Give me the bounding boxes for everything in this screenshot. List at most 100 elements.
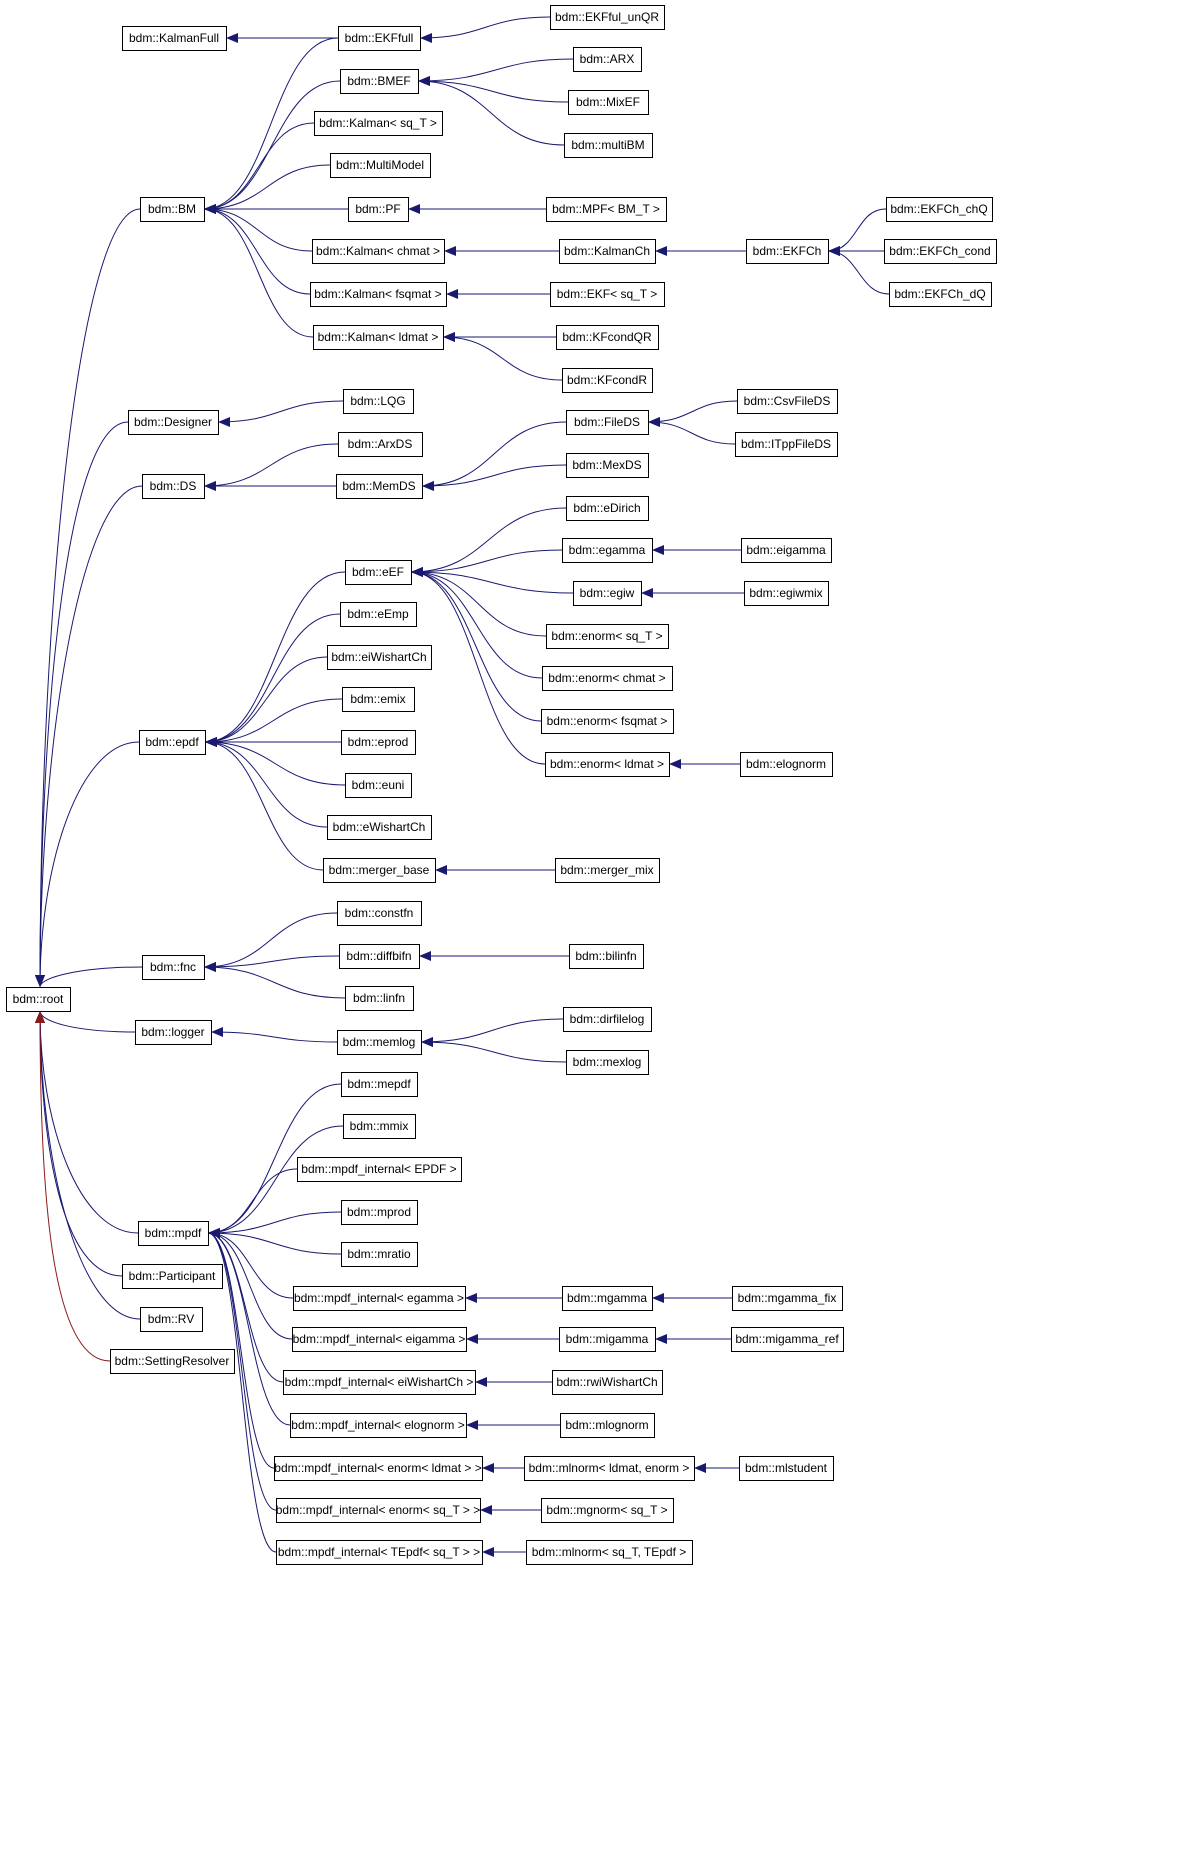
class-node-eiwishartch[interactable]: bdm::eiWishartCh — [327, 645, 432, 670]
class-node-mlnorm-sqt[interactable]: bdm::mlnorm< sq_T, TEpdf > — [526, 1540, 693, 1565]
class-node-mpdf-internal-eigamma[interactable]: bdm::mpdf_internal< eigamma > — [292, 1327, 467, 1352]
class-node-mlstudent[interactable]: bdm::mlstudent — [739, 1456, 834, 1481]
class-node-euni[interactable]: bdm::euni — [345, 773, 412, 798]
inheritance-edge — [421, 464, 567, 491]
class-node-mpdf-internal-enorm-ldmat[interactable]: bdm::mpdf_internal< enorm< ldmat > > — [274, 1456, 483, 1481]
class-node-constfn[interactable]: bdm::constfn — [337, 901, 422, 926]
class-node-multimodel[interactable]: bdm::MultiModel — [330, 153, 431, 178]
class-node-enorm-ldmat[interactable]: bdm::enorm< ldmat > — [545, 752, 670, 777]
class-node-mgamma[interactable]: bdm::mgamma — [562, 1286, 653, 1311]
class-node-mprod[interactable]: bdm::mprod — [341, 1200, 418, 1225]
class-node-rwiwishartch[interactable]: bdm::rwiWishartCh — [552, 1370, 663, 1395]
class-node-mepdf[interactable]: bdm::mepdf — [341, 1072, 418, 1097]
class-node-elognorm[interactable]: bdm::elognorm — [740, 752, 833, 777]
class-node-box — [739, 1456, 834, 1481]
class-node-merger-mix[interactable]: bdm::merger_mix — [555, 858, 660, 883]
class-node-mpdf-internal-eiwishartch[interactable]: bdm::mpdf_internal< eiWishartCh > — [283, 1370, 476, 1395]
class-node-kalman-fsqmat[interactable]: bdm::Kalman< fsqmat > — [310, 282, 447, 307]
class-node-egamma[interactable]: bdm::egamma — [562, 538, 653, 563]
class-node-arxds[interactable]: bdm::ArxDS — [338, 432, 423, 457]
class-node-eigamma[interactable]: bdm::eigamma — [741, 538, 832, 563]
class-node-ds[interactable]: bdm::DS — [142, 474, 205, 499]
class-node-ekf-sqt[interactable]: bdm::EKF< sq_T > — [550, 282, 665, 307]
class-node-bilinfn[interactable]: bdm::bilinfn — [569, 944, 644, 969]
class-node-kalman-sqt[interactable]: bdm::Kalman< sq_T > — [314, 111, 443, 136]
class-node-kalmanfull[interactable]: bdm::KalmanFull — [122, 26, 227, 51]
class-node-mgnorm[interactable]: bdm::mgnorm< sq_T > — [541, 1498, 674, 1523]
class-node-ekfful-unqr[interactable]: bdm::EKFful_unQR — [550, 5, 665, 30]
class-node-eef[interactable]: bdm::eEF — [345, 560, 412, 585]
class-node-ekfch[interactable]: bdm::EKFCh — [746, 239, 829, 264]
class-node-box — [562, 368, 653, 393]
class-node-egiwmix[interactable]: bdm::egiwmix — [744, 581, 829, 606]
class-node-mlognorm[interactable]: bdm::mlognorm — [560, 1413, 655, 1438]
class-node-mixef[interactable]: bdm::MixEF — [568, 90, 649, 115]
class-node-rv[interactable]: bdm::RV — [140, 1307, 203, 1332]
class-node-mpdf-internal-enorm-sqt[interactable]: bdm::mpdf_internal< enorm< sq_T > > — [276, 1498, 481, 1523]
class-node-ekfch-dq[interactable]: bdm::EKFCh_dQ — [889, 282, 992, 307]
class-node-label: bdm::PF — [355, 202, 400, 216]
class-node-pf[interactable]: bdm::PF — [348, 197, 409, 222]
class-node-ewishartch[interactable]: bdm::eWishartCh — [327, 815, 432, 840]
class-node-lqg[interactable]: bdm::LQG — [343, 389, 414, 414]
class-node-logger[interactable]: bdm::logger — [135, 1020, 212, 1045]
class-node-box — [142, 474, 205, 499]
class-node-itppfileds[interactable]: bdm::ITppFileDS — [735, 432, 838, 457]
class-node-bmef[interactable]: bdm::BMEF — [340, 69, 419, 94]
class-node-mlnorm-ldmat[interactable]: bdm::mlnorm< ldmat, enorm > — [524, 1456, 695, 1481]
class-node-migamma-ref[interactable]: bdm::migamma_ref — [731, 1327, 844, 1352]
inheritance-edge — [207, 1228, 342, 1255]
class-node-mpdf-internal-egamma[interactable]: bdm::mpdf_internal< egamma > — [293, 1286, 466, 1311]
class-node-mpdf-internal-tepdf[interactable]: bdm::mpdf_internal< TEpdf< sq_T > > — [276, 1540, 483, 1565]
class-node-eprod[interactable]: bdm::eprod — [341, 730, 416, 755]
class-node-box — [568, 90, 649, 115]
class-node-kalman-ldmat[interactable]: bdm::Kalman< ldmat > — [313, 325, 444, 350]
class-node-emix[interactable]: bdm::emix — [342, 687, 415, 712]
class-node-kalman-chmat[interactable]: bdm::Kalman< chmat > — [312, 239, 445, 264]
class-node-mratio[interactable]: bdm::mratio — [341, 1242, 418, 1267]
class-node-root[interactable]: bdm::root — [6, 987, 71, 1012]
class-node-designer[interactable]: bdm::Designer — [128, 410, 219, 435]
inheritance-edge — [410, 567, 547, 637]
class-node-eemp[interactable]: bdm::eEmp — [340, 602, 417, 627]
class-node-bm[interactable]: bdm::BM — [140, 197, 205, 222]
class-node-kalmanch[interactable]: bdm::KalmanCh — [559, 239, 656, 264]
class-node-mpf[interactable]: bdm::MPF< BM_T > — [546, 197, 667, 222]
class-node-fnc[interactable]: bdm::fnc — [142, 955, 205, 980]
class-node-epdf[interactable]: bdm::epdf — [139, 730, 206, 755]
class-node-linfn[interactable]: bdm::linfn — [345, 986, 414, 1011]
class-node-edirich[interactable]: bdm::eDirich — [566, 496, 649, 521]
class-node-enorm-chmat[interactable]: bdm::enorm< chmat > — [542, 666, 673, 691]
class-node-mexlog[interactable]: bdm::mexlog — [566, 1050, 649, 1075]
class-node-diffbifn[interactable]: bdm::diffbifn — [339, 944, 420, 969]
class-node-participant[interactable]: bdm::Participant — [122, 1264, 223, 1289]
class-node-egiw[interactable]: bdm::egiw — [573, 581, 642, 606]
class-node-mpdf-internal-elognorm[interactable]: bdm::mpdf_internal< elognorm > — [290, 1413, 467, 1438]
inheritance-edge — [203, 164, 331, 214]
class-node-migamma[interactable]: bdm::migamma — [559, 1327, 656, 1352]
class-node-box — [560, 1413, 655, 1438]
class-node-ekfch-chq[interactable]: bdm::EKFCh_chQ — [886, 197, 993, 222]
class-node-merger-base[interactable]: bdm::merger_base — [323, 858, 436, 883]
class-node-ekfch-cond[interactable]: bdm::EKFCh_cond — [884, 239, 997, 264]
class-node-mpdf[interactable]: bdm::mpdf — [138, 1221, 209, 1246]
class-node-arx[interactable]: bdm::ARX — [573, 47, 642, 72]
class-node-enorm-sqt[interactable]: bdm::enorm< sq_T > — [546, 624, 669, 649]
class-node-multibm[interactable]: bdm::multiBM — [564, 133, 653, 158]
class-node-mgamma-fix[interactable]: bdm::mgamma_fix — [732, 1286, 843, 1311]
class-node-kfcondqr[interactable]: bdm::KFcondQR — [556, 325, 659, 350]
class-node-box — [337, 901, 422, 926]
class-node-mmix[interactable]: bdm::mmix — [343, 1114, 416, 1139]
class-node-dirfilelog[interactable]: bdm::dirfilelog — [563, 1007, 652, 1032]
class-node-kfcondr[interactable]: bdm::KFcondR — [562, 368, 653, 393]
class-node-enorm-fsqmat[interactable]: bdm::enorm< fsqmat > — [541, 709, 674, 734]
class-node-ekffull[interactable]: bdm::EKFfull — [338, 26, 421, 51]
inheritance-edge — [410, 507, 567, 577]
class-node-mexds[interactable]: bdm::MexDS — [566, 453, 649, 478]
class-node-memds[interactable]: bdm::MemDS — [336, 474, 423, 499]
class-node-settingresolver[interactable]: bdm::SettingResolver — [110, 1349, 235, 1374]
class-node-csvfileds[interactable]: bdm::CsvFileDS — [737, 389, 838, 414]
class-node-fileds[interactable]: bdm::FileDS — [566, 410, 649, 435]
class-node-mpdf-internal-epdf[interactable]: bdm::mpdf_internal< EPDF > — [297, 1157, 462, 1182]
class-node-memlog[interactable]: bdm::memlog — [337, 1030, 422, 1055]
